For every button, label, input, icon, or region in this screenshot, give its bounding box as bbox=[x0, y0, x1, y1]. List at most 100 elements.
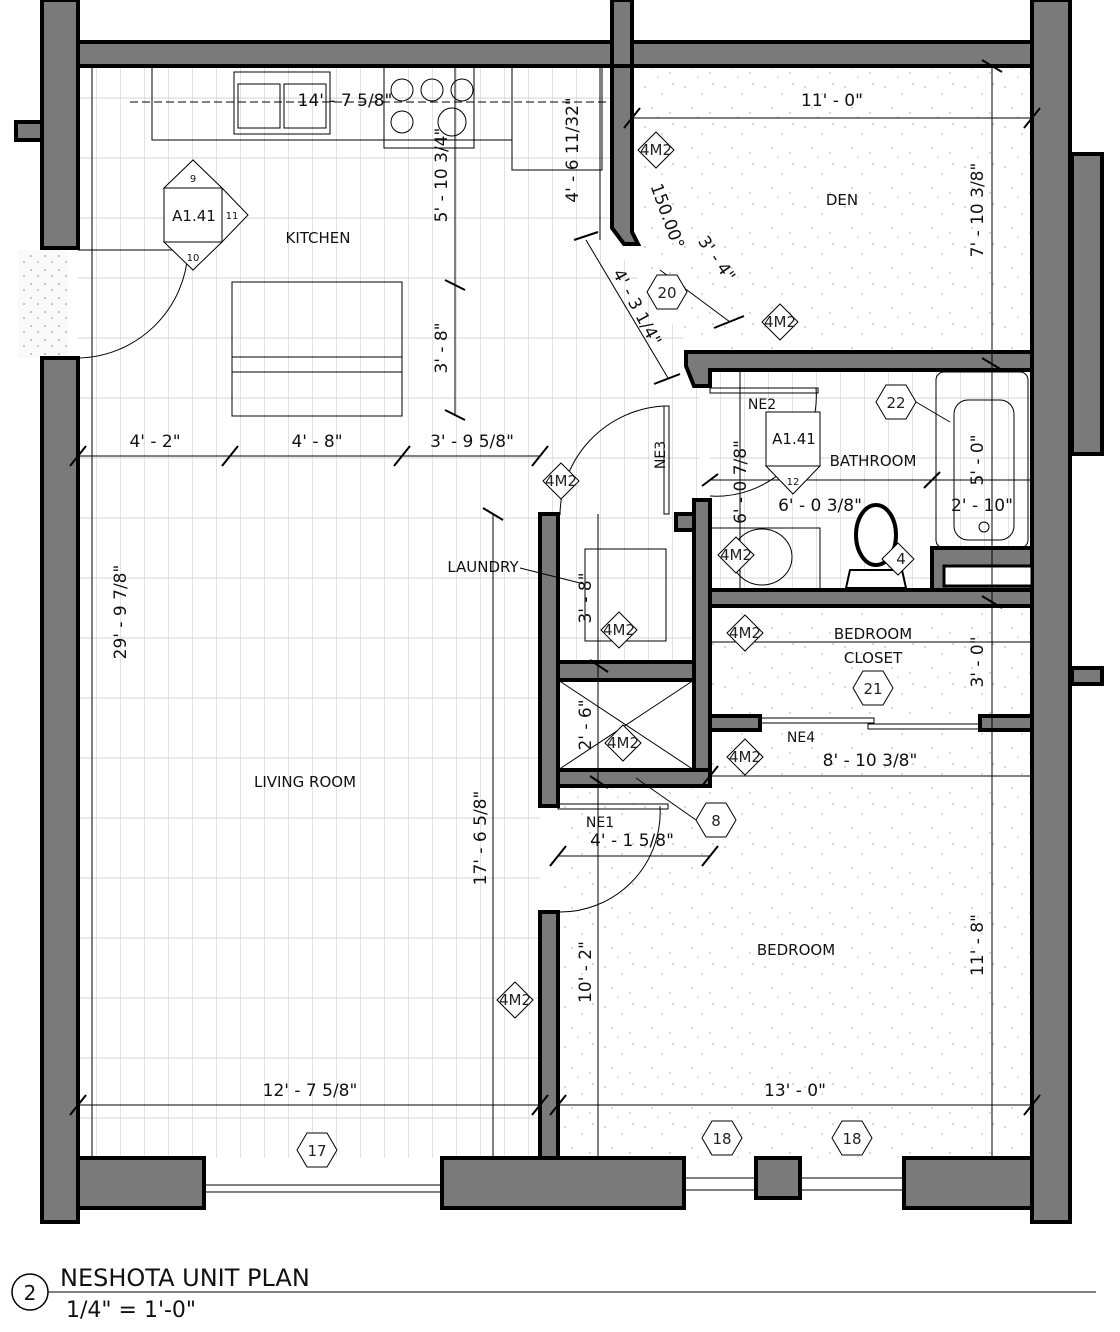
door-ne3 bbox=[663, 405, 670, 515]
svg-text:20: 20 bbox=[657, 284, 676, 302]
dimension-label: 13' - 0" bbox=[764, 1081, 826, 1101]
exterior-patio-hatch bbox=[18, 250, 68, 358]
wall-closet-bottom bbox=[556, 768, 712, 788]
dimension-label: 6' - 0 7/8" bbox=[731, 440, 751, 524]
toilet bbox=[854, 503, 898, 567]
svg-text:4M2: 4M2 bbox=[499, 991, 531, 1009]
keynote-tag-18: 18 bbox=[701, 1120, 743, 1156]
room-label-bedroom-closet-1: BEDROOM bbox=[834, 625, 912, 643]
fixtures bbox=[151, 65, 1029, 771]
wall-laundry-left bbox=[538, 512, 560, 808]
dimension-label: 14' - 7 5/8" bbox=[298, 91, 393, 111]
dimension-label: 2' - 6" bbox=[576, 699, 596, 750]
svg-text:4M2: 4M2 bbox=[764, 313, 796, 331]
wall-bedroom-left bbox=[538, 910, 560, 1160]
room-labels: KITCHEN DEN BATHROOM LAUNDRY BEDROOM CLO… bbox=[254, 191, 916, 959]
dimension-label: 4' - 2" bbox=[129, 432, 180, 452]
elevation-callout-kitchen: A1.41 9 11 10 bbox=[162, 159, 249, 271]
finish-tag-diamond: 4M2 bbox=[496, 981, 534, 1019]
wall-bath-bottom bbox=[708, 588, 1034, 608]
door-ne4-a bbox=[759, 717, 875, 724]
svg-text:11: 11 bbox=[226, 211, 239, 222]
finish-tag-diamond: 4M2 bbox=[600, 611, 638, 649]
burner bbox=[390, 78, 414, 102]
wall-den-left bbox=[610, 64, 642, 246]
dimension-label: 4' - 6 11/32" bbox=[563, 97, 583, 202]
wall-bottom-3 bbox=[754, 1156, 802, 1200]
drawing-title: NESHOTA UNIT PLAN bbox=[60, 1264, 310, 1292]
wall-laundry-bottom bbox=[556, 660, 696, 682]
window-1 bbox=[683, 1177, 757, 1191]
svg-text:18: 18 bbox=[712, 1130, 731, 1148]
door-swing-ne1 bbox=[557, 805, 661, 913]
door-ne1 bbox=[557, 803, 669, 810]
dimension-label: 17' - 6 5/8" bbox=[471, 791, 491, 886]
keynote-tag-21: 21 bbox=[852, 670, 894, 706]
svg-text:A1.41: A1.41 bbox=[772, 430, 816, 448]
finish-tag-diamond: 4M2 bbox=[604, 724, 642, 762]
finish-tag-diamond: 4M2 bbox=[637, 131, 675, 169]
wall-right bbox=[1030, 0, 1072, 1224]
dimension-label: 3' - 0" bbox=[968, 636, 988, 687]
room-label-living-room: LIVING ROOM bbox=[254, 773, 356, 791]
dimension-label: 12' - 7 5/8" bbox=[263, 1081, 358, 1101]
svg-text:4M2: 4M2 bbox=[720, 546, 752, 564]
drawing-scale: 1/4" = 1'-0" bbox=[66, 1298, 196, 1323]
keynote-tag-18: 18 bbox=[831, 1120, 873, 1156]
shaft bbox=[557, 679, 695, 771]
wall-neighbor-1 bbox=[1070, 152, 1104, 456]
svg-text:8: 8 bbox=[711, 812, 721, 830]
refrigerator bbox=[511, 65, 603, 171]
room-label-bedroom: BEDROOM bbox=[757, 941, 835, 959]
wall-bottom-2 bbox=[440, 1156, 686, 1210]
room-label-kitchen: KITCHEN bbox=[286, 229, 351, 247]
wall-bottom-4 bbox=[902, 1156, 1034, 1210]
plank-floor-living-kitchen bbox=[78, 66, 700, 1158]
room-label-laundry: LAUNDRY bbox=[447, 558, 519, 576]
dimension-label: 6' - 0 3/8" bbox=[778, 496, 862, 516]
toilet-tank bbox=[844, 569, 908, 589]
svg-text:9: 9 bbox=[190, 174, 196, 185]
keynote-tag-4: 4 bbox=[881, 542, 915, 576]
finish-tag-diamond: 4M2 bbox=[726, 614, 764, 652]
wall-top bbox=[76, 40, 1034, 68]
tub-drain bbox=[978, 521, 990, 533]
room-label-bedroom-closet-2: CLOSET bbox=[844, 649, 903, 667]
kitchen-island bbox=[231, 281, 403, 417]
svg-text:A1.41: A1.41 bbox=[172, 207, 216, 225]
wall-bath-top bbox=[684, 350, 1034, 388]
door-tag-ne3: NE3 bbox=[653, 441, 669, 469]
window-2 bbox=[799, 1177, 905, 1191]
door-tag-ne1: NE1 bbox=[586, 815, 614, 831]
finish-tag-diamond: 4M2 bbox=[717, 536, 755, 574]
door-tag-ne4: NE4 bbox=[787, 730, 815, 746]
dimension-label: 5' - 10 3/4" bbox=[432, 128, 452, 223]
svg-text:22: 22 bbox=[886, 394, 905, 412]
svg-text:12: 12 bbox=[787, 477, 800, 488]
svg-text:4: 4 bbox=[896, 550, 906, 568]
dimension-label: 2' - 10" bbox=[951, 496, 1013, 516]
dimension-label: 4' - 8" bbox=[291, 432, 342, 452]
dimension-label: 11' - 8" bbox=[968, 914, 988, 976]
wall-left-upper bbox=[40, 0, 80, 250]
bathtub bbox=[935, 371, 1029, 549]
dimension-label: 3' - 9 5/8" bbox=[430, 432, 514, 452]
wall-neighbor-2 bbox=[1070, 666, 1104, 686]
dimension-label: 5' - 0" bbox=[968, 434, 988, 485]
wall-neighbor-3 bbox=[14, 120, 44, 142]
finish-tag-diamond: 4M2 bbox=[761, 303, 799, 341]
dimension-label: 29' - 9 7/8" bbox=[111, 565, 131, 660]
dimension-label: 11' - 0" bbox=[801, 91, 863, 111]
svg-text:4M2: 4M2 bbox=[729, 624, 761, 642]
door-ne2 bbox=[709, 387, 819, 394]
finish-tag-diamond: 4M2 bbox=[542, 462, 580, 500]
wall-stub bbox=[610, 0, 634, 68]
view-number: 2 bbox=[24, 1281, 37, 1305]
svg-text:4M2: 4M2 bbox=[607, 734, 639, 752]
wall-bath-left bbox=[692, 498, 712, 782]
dimension-label: 3' - 8" bbox=[576, 572, 596, 623]
svg-text:10: 10 bbox=[187, 253, 200, 264]
svg-text:4M2: 4M2 bbox=[545, 472, 577, 490]
wall-closet-left bbox=[708, 714, 762, 732]
